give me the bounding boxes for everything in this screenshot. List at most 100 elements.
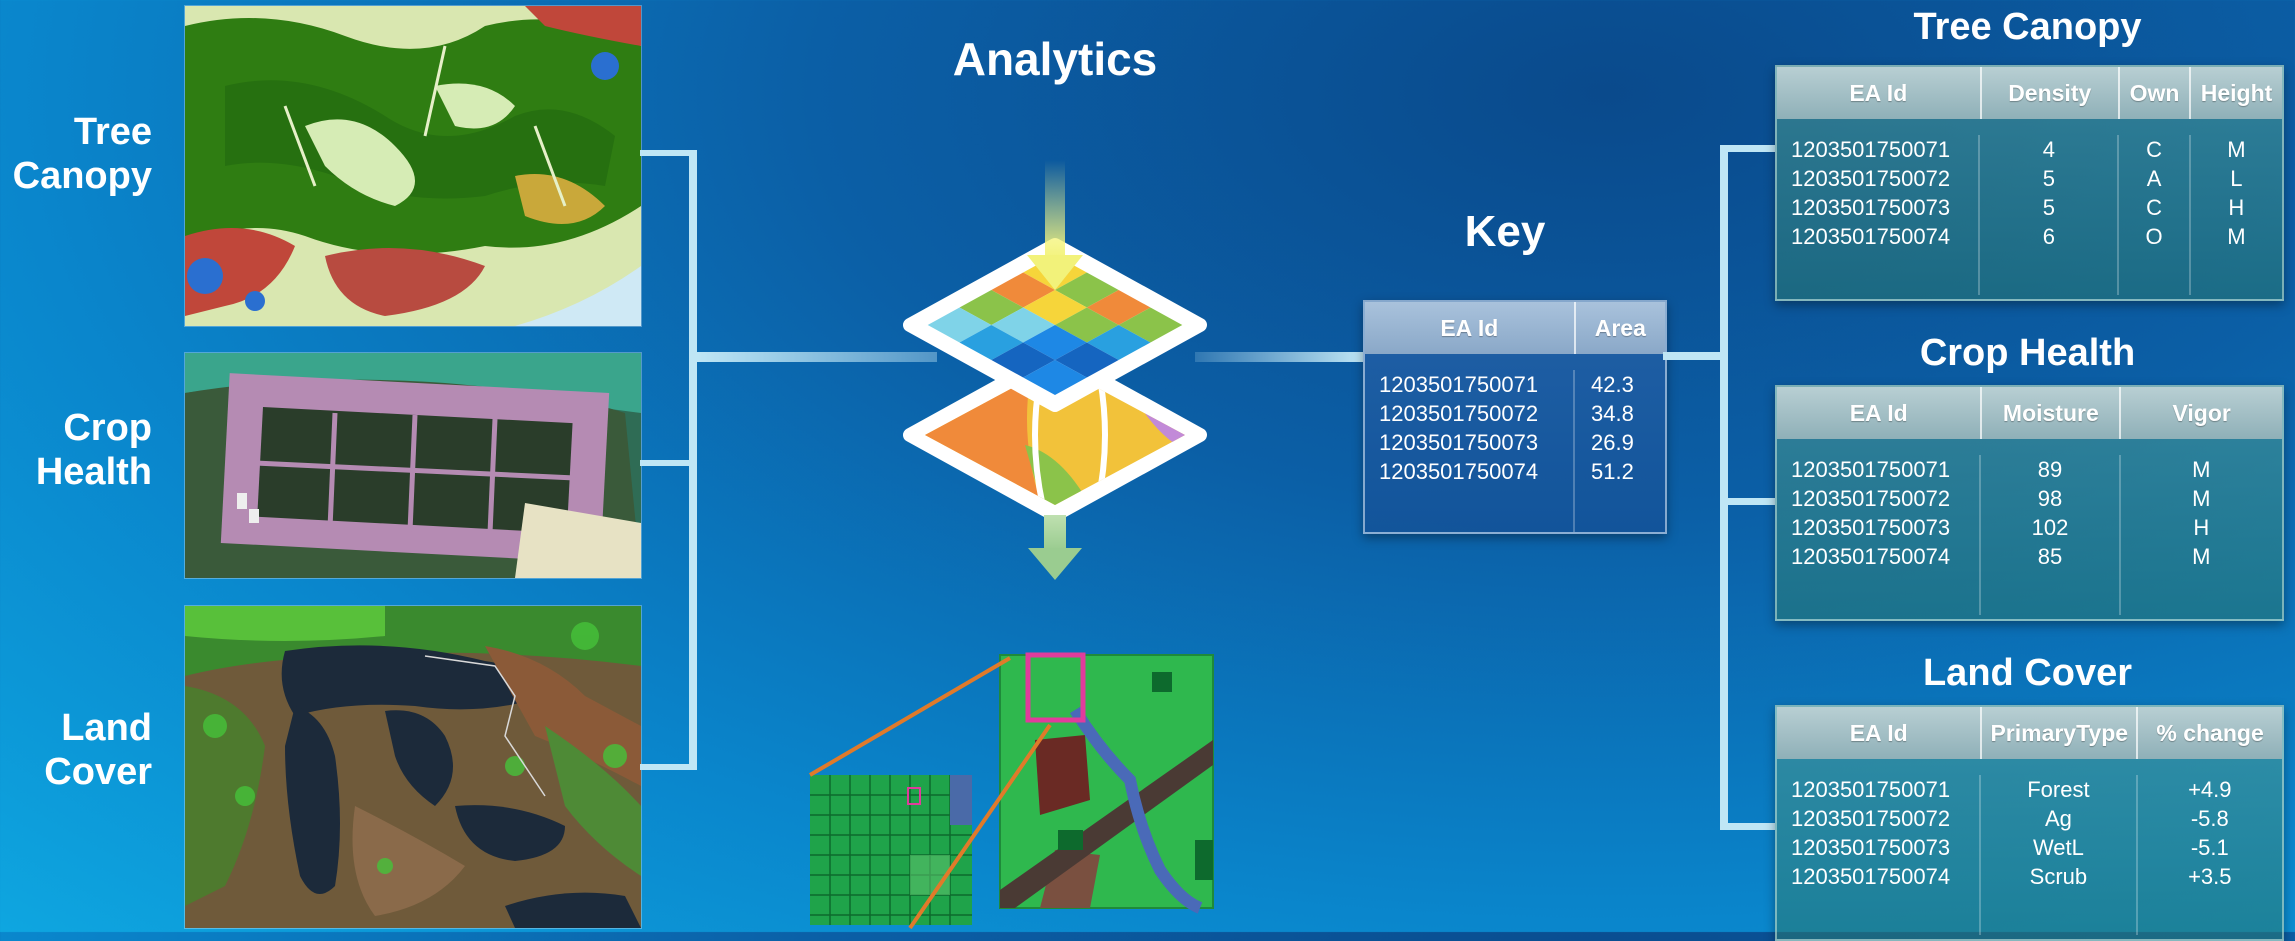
table-cell: 1203501750072 — [1791, 486, 1951, 511]
land-cover-table: EA Id PrimaryType % change 1203501750071… — [1775, 705, 2284, 941]
connector — [689, 150, 697, 770]
label-line: Canopy — [12, 155, 152, 197]
label-line: Land — [61, 707, 152, 749]
label-line: Health — [35, 451, 152, 493]
table-column: 4 5 5 6 — [1980, 135, 2120, 295]
table-cell: Scrub — [2029, 864, 2088, 889]
table-column: C A C O — [2119, 135, 2191, 295]
table-body: 1203501750071 1203501750072 120350175007… — [1777, 119, 2282, 295]
table-cell: +4.9 — [2188, 777, 2232, 802]
table-cell: 1203501750074 — [1791, 864, 1951, 889]
connector — [697, 352, 937, 362]
table-cell: 1203501750072 — [1791, 806, 1951, 831]
table-cell: 5 — [2042, 166, 2056, 191]
table-cell: M — [2192, 486, 2211, 511]
table-cell: M — [2227, 224, 2246, 249]
land-cover-title: Land Cover — [1922, 652, 2133, 694]
table-body: 1203501750071 1203501750072 120350175007… — [1365, 354, 1665, 532]
table-cell: M — [2227, 137, 2246, 162]
crop-health-image — [184, 352, 642, 579]
table-cell: 34.8 — [1591, 401, 1634, 426]
table-cell: 1203501750074 — [1791, 224, 1951, 249]
table-column: Forest Ag WetL Scrub — [1981, 775, 2138, 935]
column-header: EA Id — [1777, 387, 1983, 439]
key-table: EA Id Area 1203501750071 1203501750072 1… — [1363, 300, 1667, 534]
table-cell: -5.1 — [2190, 835, 2229, 860]
connector — [1720, 823, 1775, 830]
table-header: EA Id Moisture Vigor — [1777, 387, 2282, 439]
table-cell: 1203501750073 — [1379, 430, 1539, 455]
connector — [1720, 145, 1728, 830]
connector — [640, 764, 695, 770]
crop-health-title: Crop Health — [1919, 332, 2136, 374]
column-header: Moisture — [1982, 387, 2122, 439]
table-cell: H — [2193, 515, 2210, 540]
table-cell: 1203501750071 — [1791, 777, 1951, 802]
table-cell: 1203501750073 — [1791, 195, 1951, 220]
table-cell: 98 — [2037, 486, 2063, 511]
table-cell: 26.9 — [1591, 430, 1634, 455]
tree-canopy-title: Tree Canopy — [1913, 6, 2142, 48]
table-cell: 1203501750071 — [1791, 457, 1951, 482]
table-column: M M H M — [2121, 455, 2282, 615]
table-cell: A — [2146, 166, 2162, 191]
table-cell: L — [2230, 166, 2243, 191]
table-header: EA Id PrimaryType % change — [1777, 707, 2282, 759]
grid-zoom-illustration — [808, 652, 1214, 930]
table-body: 1203501750071 1203501750072 120350175007… — [1777, 439, 2282, 615]
table-cell: 85 — [2037, 544, 2063, 569]
column-header: EA Id — [1365, 302, 1576, 354]
table-cell: 102 — [2031, 515, 2069, 540]
label-crop-health: Crop Health — [2, 406, 152, 494]
table-column: M L H M — [2191, 135, 2282, 295]
table-column: 1203501750071 1203501750072 120350175007… — [1777, 775, 1982, 935]
column-header: PrimaryType — [1982, 707, 2139, 759]
table-cell: 1203501750073 — [1791, 515, 1951, 540]
table-column: 1203501750071 1203501750072 120350175007… — [1777, 135, 1981, 295]
crop-health-table: EA Id Moisture Vigor 1203501750071 12035… — [1775, 385, 2284, 621]
label-line: Tree — [73, 111, 152, 153]
table-header: EA Id Density Own Height — [1777, 67, 2282, 119]
table-cell: O — [2145, 224, 2163, 249]
table-cell: C — [2146, 195, 2162, 220]
column-header: Height — [2200, 79, 2273, 106]
key-title: Key — [1464, 207, 1546, 256]
column-header: Density — [1982, 67, 2120, 119]
column-header: EA Id — [1777, 707, 1983, 759]
connector — [1663, 352, 1725, 360]
table-cell: 1203501750071 — [1379, 372, 1539, 397]
analytics-layers-icon — [903, 160, 1207, 580]
column-header: % change — [2156, 719, 2264, 746]
table-header: EA Id Area — [1365, 302, 1665, 354]
table-cell: H — [2228, 195, 2245, 220]
connector — [640, 150, 695, 156]
analytics-title: Analytics — [952, 33, 1158, 85]
table-cell: 1203501750072 — [1791, 166, 1951, 191]
label-land-cover: Land Cover — [2, 706, 152, 794]
table-cell: 51.2 — [1591, 459, 1634, 484]
table-cell: Ag — [2044, 806, 2072, 831]
connector — [640, 460, 695, 466]
table-cell: 5 — [2042, 195, 2056, 220]
table-cell: +3.5 — [2188, 864, 2232, 889]
table-cell: -5.8 — [2190, 806, 2229, 831]
connector — [1720, 145, 1775, 152]
column-header: EA Id — [1777, 67, 1982, 119]
table-column: +4.9 -5.8 -5.1 +3.5 — [2138, 775, 2282, 935]
connector — [1720, 498, 1775, 505]
table-cell: 1203501750074 — [1379, 459, 1539, 484]
table-cell: C — [2146, 137, 2162, 162]
table-cell: M — [2192, 544, 2211, 569]
land-cover-map — [184, 605, 642, 929]
table-cell: 42.3 — [1591, 372, 1634, 397]
table-cell: 6 — [2042, 224, 2056, 249]
column-header: Own — [2120, 67, 2192, 119]
table-cell: WetL — [2032, 835, 2084, 860]
label-tree-canopy: Tree Canopy — [2, 110, 152, 198]
table-cell: M — [2192, 457, 2211, 482]
table-column: 42.3 34.8 26.9 51.2 — [1575, 370, 1665, 532]
table-body: 1203501750071 1203501750072 120350175007… — [1777, 759, 2282, 935]
tree-canopy-map — [184, 5, 642, 327]
label-line: Cover — [44, 751, 152, 793]
column-header: Vigor — [2172, 399, 2231, 426]
